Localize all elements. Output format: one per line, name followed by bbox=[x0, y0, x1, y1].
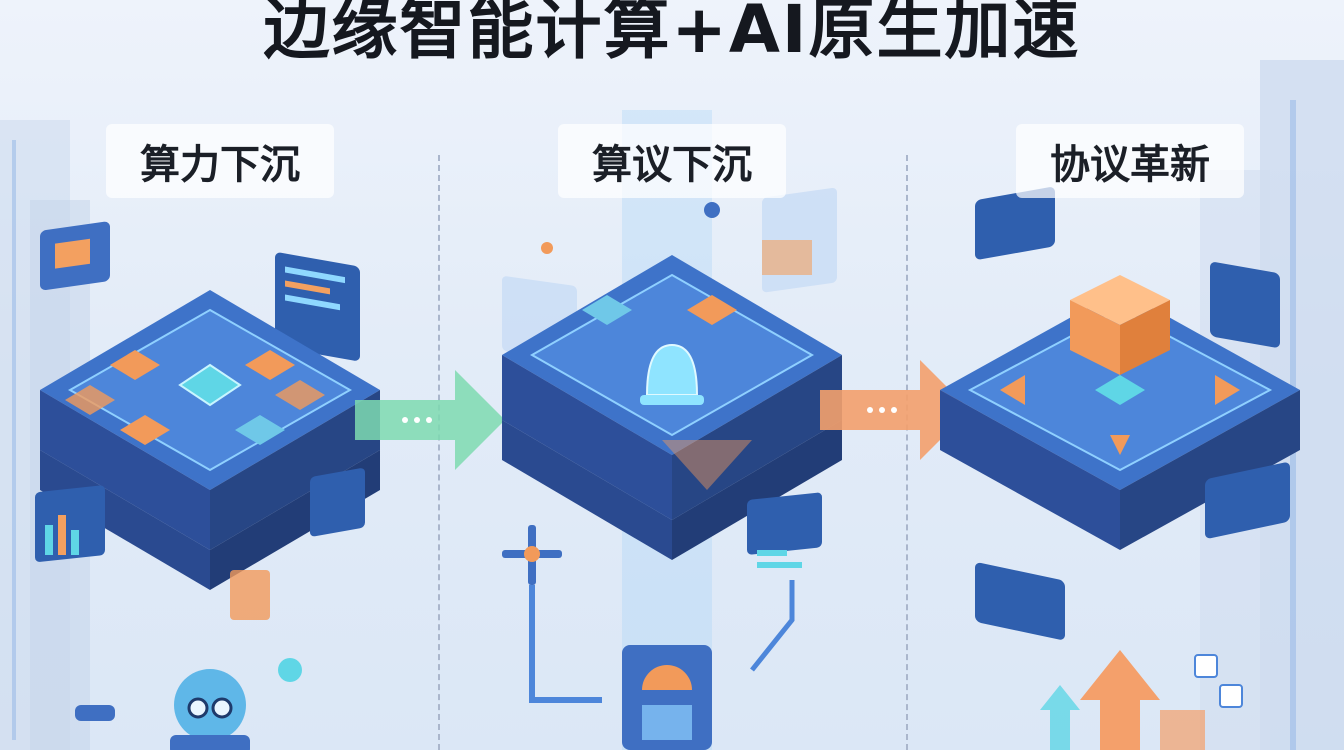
arrow-right-orange bbox=[820, 360, 970, 460]
dashboard-icon bbox=[747, 492, 822, 568]
dashboard-icon bbox=[40, 221, 110, 290]
keypad-icon bbox=[1205, 462, 1290, 539]
cross-valve-icon bbox=[502, 525, 562, 585]
stage-2-illustration bbox=[502, 110, 842, 750]
stage-panel-2: 算议下沉 bbox=[462, 110, 882, 750]
stage-3-illustration bbox=[940, 187, 1300, 750]
page-title: 边缘智能计算+AI原生加速 bbox=[263, 0, 1081, 68]
arrow-right-green bbox=[355, 370, 505, 470]
stage-label-2: 算议下沉 bbox=[558, 124, 786, 198]
chip-icon bbox=[1095, 375, 1145, 405]
bell-icon bbox=[640, 343, 704, 405]
cube-icon bbox=[1070, 275, 1170, 375]
arrow-up-icon bbox=[1040, 650, 1160, 750]
stage-panel-1: 算力下沉 bbox=[10, 110, 430, 750]
stage-panel-3: 协议革新 bbox=[920, 110, 1340, 750]
bar-chart-icon bbox=[35, 485, 105, 562]
gauge-icon bbox=[622, 645, 712, 750]
divider-right bbox=[906, 155, 910, 750]
stage-label-3: 协议革新 bbox=[1016, 124, 1244, 198]
keypad-icon bbox=[975, 562, 1065, 640]
dashboard-icon bbox=[275, 252, 360, 361]
divider-left bbox=[438, 155, 442, 750]
stage-label-1: 算力下沉 bbox=[106, 124, 334, 198]
robot-icon bbox=[170, 669, 250, 750]
stage-1-illustration bbox=[35, 221, 380, 750]
chip-icon bbox=[178, 363, 242, 407]
